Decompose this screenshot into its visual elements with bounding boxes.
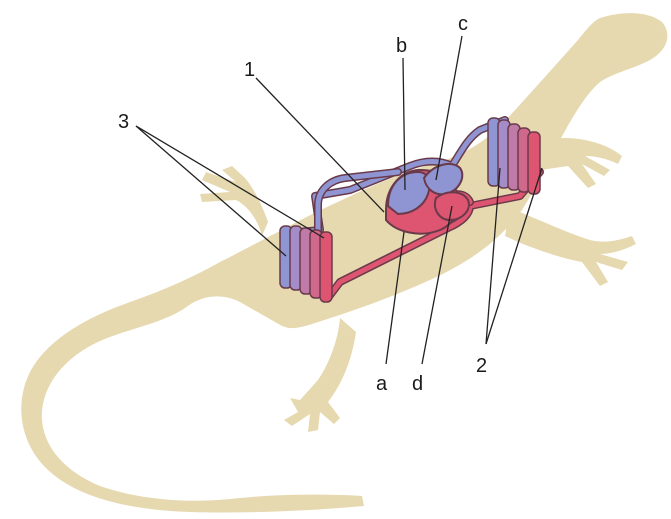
label-c: c — [458, 13, 468, 35]
lizard-leg-front-lower — [505, 208, 636, 286]
label-1: 1 — [244, 59, 255, 81]
label-3: 3 — [118, 111, 129, 133]
label-2: 2 — [476, 355, 487, 377]
lizard-silhouette — [21, 13, 667, 512]
lizard-body — [21, 13, 667, 512]
lizard-leg-hind-upper — [200, 166, 268, 236]
label-d: d — [412, 373, 423, 395]
label-a: a — [376, 373, 388, 395]
lizard-leg-hind-lower — [284, 318, 356, 432]
leader-3-lower — [136, 126, 286, 256]
label-b: b — [396, 35, 407, 57]
leader-3-upper — [136, 126, 324, 238]
